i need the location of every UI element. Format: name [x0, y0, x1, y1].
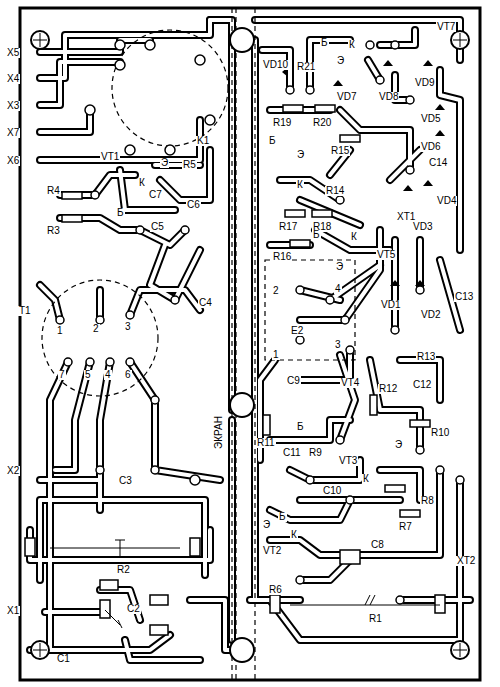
part-label: Э: [296, 150, 305, 160]
part-label: C2: [126, 604, 141, 614]
part-label: R15: [330, 146, 350, 156]
part-label: 1: [272, 350, 280, 360]
part-label: R20: [312, 118, 332, 128]
part-label: 4: [104, 370, 112, 380]
part-label: C8: [370, 540, 385, 550]
part-label: R13: [416, 352, 436, 362]
part-label: R11: [256, 438, 276, 448]
part-label: VT7: [436, 22, 456, 32]
part-label: VD8: [378, 92, 399, 102]
part-label: X4: [6, 74, 20, 84]
part-label: 1: [56, 326, 64, 336]
part-label: 3: [124, 322, 132, 332]
part-label: R5: [182, 160, 197, 170]
part-label: C11: [282, 448, 302, 458]
part-label: 2: [92, 324, 100, 334]
part-label: К: [138, 178, 146, 188]
part-label: X2: [6, 466, 20, 476]
part-label: Б: [320, 38, 329, 48]
part-label: VD5: [420, 114, 441, 124]
part-label: ЭКРАН: [214, 415, 224, 450]
part-label: Э: [262, 520, 271, 530]
part-label: R17: [278, 222, 298, 232]
part-label: 7: [58, 370, 66, 380]
part-label: C13: [454, 292, 474, 302]
part-label: VT1: [100, 152, 120, 162]
part-label: Э: [335, 262, 344, 272]
part-label: R9: [308, 448, 323, 458]
part-label: C10: [322, 486, 342, 496]
part-label: X3: [6, 101, 20, 111]
part-label: X5: [6, 48, 20, 58]
part-label: К: [348, 40, 356, 50]
part-label: R19: [272, 118, 292, 128]
part-label: 3: [334, 340, 342, 350]
part-label: VD7: [336, 92, 357, 102]
part-label: R4: [46, 186, 61, 196]
part-label: C6: [186, 200, 201, 210]
part-label: VD9: [414, 78, 435, 88]
part-label: Э: [336, 56, 345, 66]
part-label: VD6: [420, 142, 441, 152]
part-label: Э: [160, 158, 169, 168]
part-label: R1: [368, 614, 383, 624]
part-label: VT4: [340, 378, 360, 388]
part-label: X7: [6, 128, 20, 138]
part-label: R16: [272, 252, 292, 262]
part-label: Б: [278, 512, 287, 522]
part-label: Э: [394, 440, 403, 450]
part-label: К: [350, 232, 358, 242]
part-label: VT3: [338, 456, 358, 466]
part-label: XT1: [396, 212, 416, 222]
part-label: VD3: [412, 222, 433, 232]
part-label: C3: [118, 476, 133, 486]
part-label: К: [290, 530, 298, 540]
part-label: 4: [334, 284, 342, 294]
part-label: R12: [378, 384, 398, 394]
part-label: VD4: [436, 196, 457, 206]
part-label: Б: [268, 136, 277, 146]
part-label: X1: [6, 606, 20, 616]
part-label: R6: [268, 585, 283, 595]
part-label: VD1: [380, 300, 401, 310]
part-label: Б: [312, 230, 321, 240]
part-label: C5: [150, 222, 165, 232]
part-label: E2: [290, 326, 304, 336]
part-label: C7: [148, 190, 163, 200]
part-label: VT5: [376, 250, 396, 260]
part-label: R14: [325, 186, 345, 196]
part-label: C4: [198, 298, 213, 308]
part-label: Б: [116, 208, 125, 218]
part-label: VD2: [420, 310, 441, 320]
part-label: 6: [124, 370, 132, 380]
part-label: VD10: [262, 60, 289, 70]
part-label: C9: [286, 376, 301, 386]
part-label: XT2: [456, 556, 476, 566]
part-label: R2: [116, 565, 131, 575]
part-label: K1: [196, 136, 210, 146]
part-label: R21: [296, 62, 316, 72]
part-label: К: [296, 180, 304, 190]
part-label: R3: [46, 226, 61, 236]
part-label: Б: [296, 422, 305, 432]
part-label: VT2: [262, 546, 282, 556]
part-label: C14: [428, 158, 448, 168]
part-label: 5: [84, 370, 92, 380]
part-label: R10: [430, 428, 450, 438]
part-label: X6: [6, 156, 20, 166]
part-label: C1: [56, 654, 71, 664]
part-label: R7: [398, 522, 413, 532]
part-label: R8: [420, 496, 435, 506]
part-label: К: [362, 474, 370, 484]
part-label: 2: [272, 286, 280, 296]
part-label: C12: [412, 380, 432, 390]
part-label: T1: [18, 306, 32, 316]
